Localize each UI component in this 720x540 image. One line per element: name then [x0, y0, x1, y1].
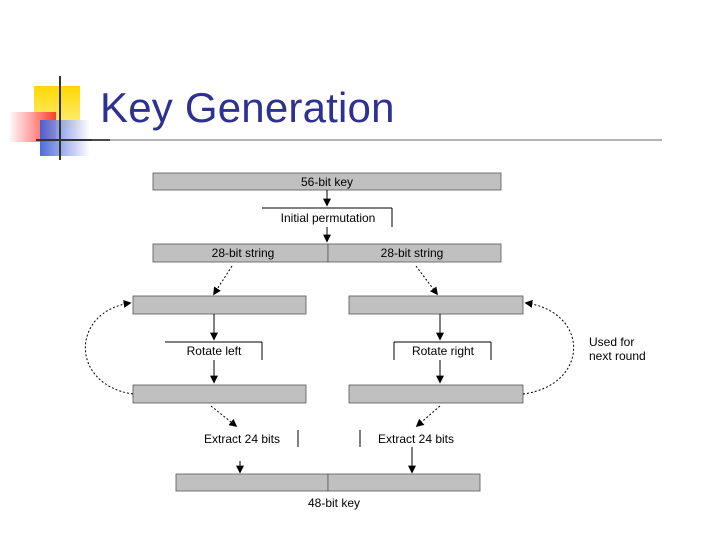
- left-half-bar-upper: [132, 295, 307, 315]
- key-56-label: 56-bit key: [301, 175, 353, 189]
- arrow-right-split: [415, 265, 438, 296]
- right-28bit-bar: [327, 243, 502, 263]
- rotate-left-label: Rotate left: [187, 344, 242, 358]
- decorative-logo: [8, 76, 110, 160]
- left-feedback-loop: [85, 300, 134, 395]
- logo-blue-square: [40, 120, 90, 156]
- arrow-to-extract-left: [210, 405, 238, 427]
- used-for-label-line2: next round: [589, 349, 646, 363]
- output-right-bar: [327, 473, 481, 492]
- right-half-bar-lower: [348, 384, 524, 404]
- output-left-bar: [175, 473, 329, 492]
- title-underline: [92, 139, 662, 141]
- arrow-to-extract-right: [415, 405, 441, 428]
- extract-right-label: Extract 24 bits: [378, 432, 454, 446]
- right-feedback-loop: [522, 299, 574, 395]
- initial-permutation-label: Initial permutation: [281, 211, 376, 225]
- used-for-label-line1: Used for: [589, 335, 634, 349]
- right-half-bar-upper: [348, 295, 524, 315]
- rotate-right-label: Rotate right: [412, 344, 475, 358]
- left-half-bar-lower: [132, 384, 307, 404]
- slide-title: Key Generation: [100, 84, 395, 131]
- arrow-left-split: [213, 265, 233, 296]
- left-28bit-label: 28-bit string: [212, 246, 275, 260]
- output-key-label: 48-bit key: [308, 496, 360, 510]
- right-28bit-label: 28-bit string: [381, 246, 444, 260]
- extract-left-label: Extract 24 bits: [204, 432, 280, 446]
